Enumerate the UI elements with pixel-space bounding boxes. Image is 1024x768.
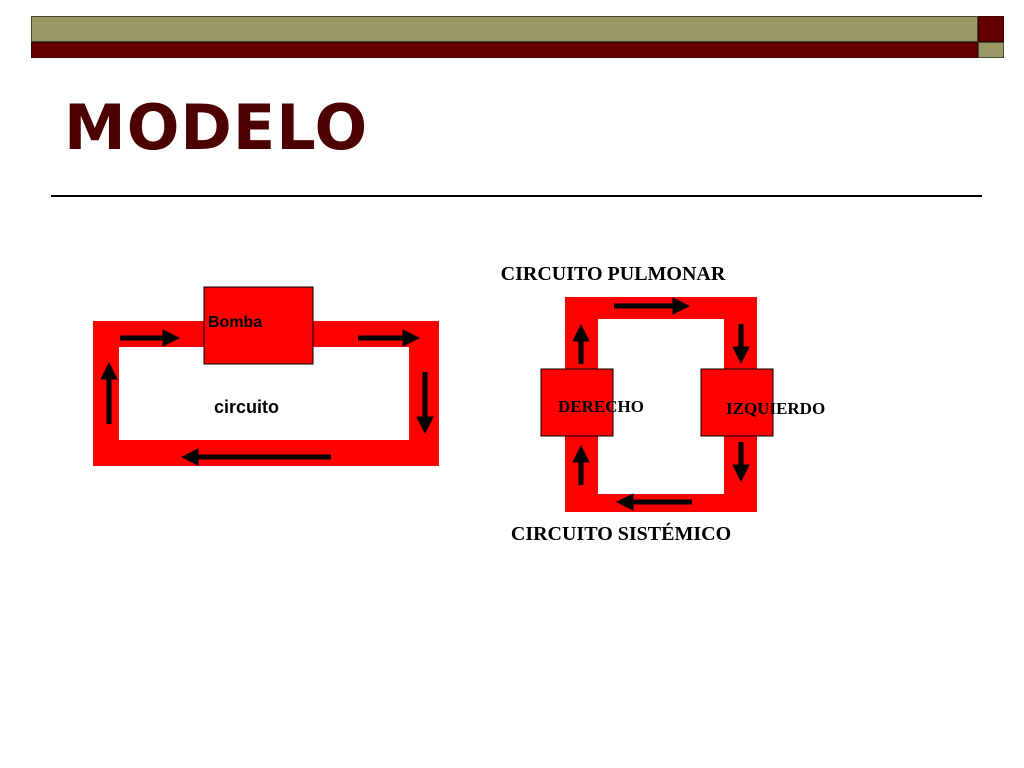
- header-square-maroon: [978, 16, 1004, 42]
- left-chamber-label: IZQUIERDO: [726, 399, 825, 418]
- pulmonary-circuit-label: CIRCUITO PULMONAR: [501, 263, 726, 285]
- circuit-label: circuito: [214, 397, 279, 417]
- title-divider: [51, 195, 982, 197]
- header-bar-maroon: [31, 42, 978, 58]
- slide-title: Modelo: [64, 91, 369, 164]
- simple-circuit: Bomba circuito: [93, 286, 439, 466]
- header-square-olive: [978, 42, 1004, 58]
- systemic-circuit-label: CIRCUITO SISTÉMICO: [511, 522, 731, 545]
- pump-box: [203, 286, 314, 365]
- pump-label: Bomba: [208, 314, 262, 331]
- right-chamber-label: DERECHO: [558, 397, 644, 416]
- header-bar-olive: [31, 16, 978, 42]
- double-circuit: CIRCUITO PULMONAR DERECHO IZQUIERDO CIRC…: [501, 263, 826, 545]
- simple-pipe-bottom: [93, 440, 439, 466]
- left-heart-chamber: [700, 368, 774, 437]
- right-heart-chamber: [540, 368, 614, 437]
